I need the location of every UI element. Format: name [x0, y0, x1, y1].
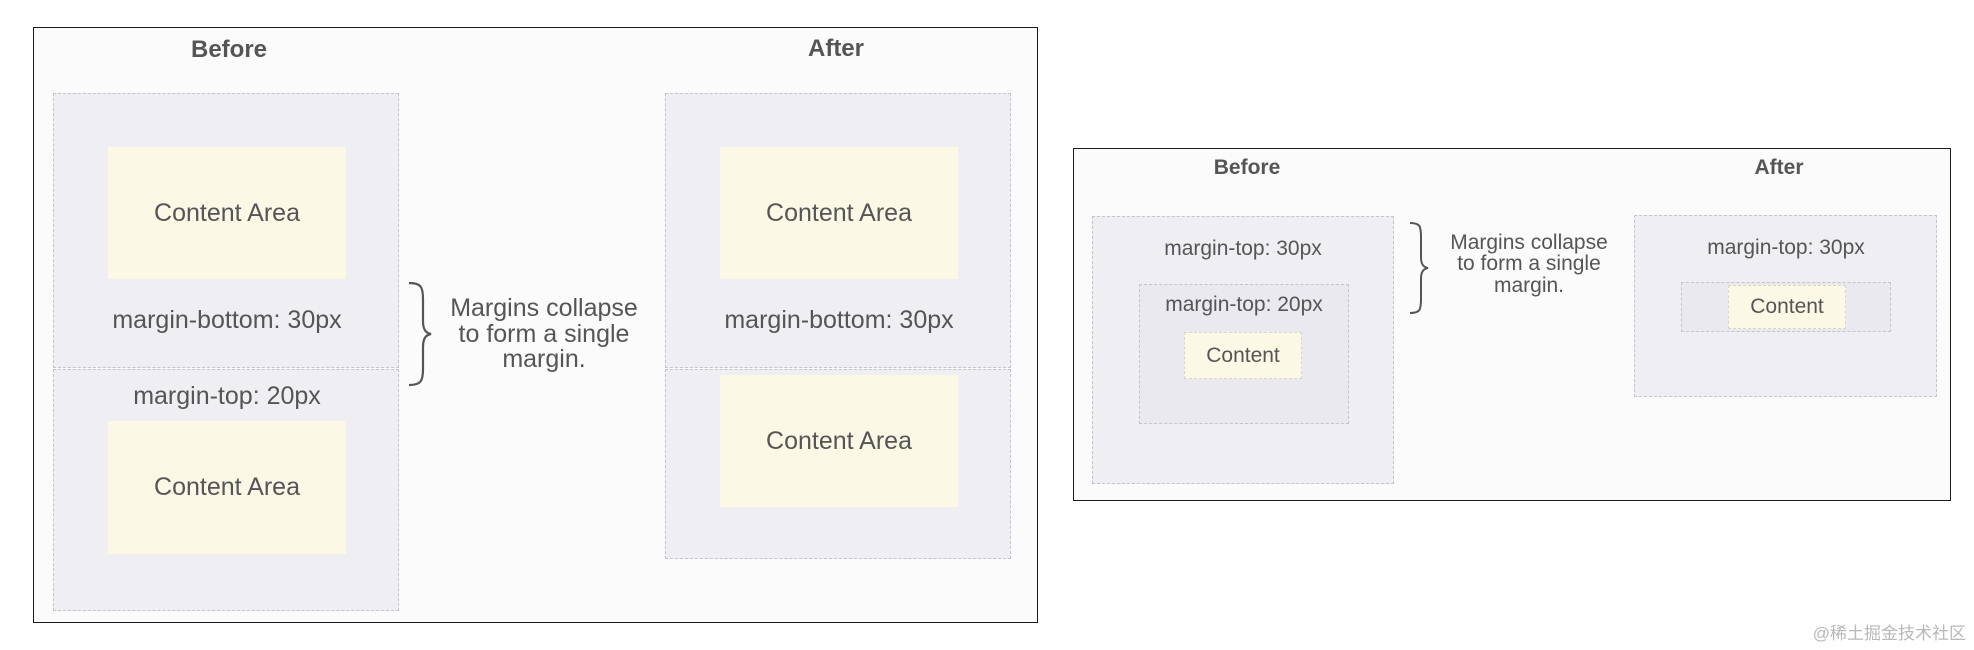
left-curly-brace-icon [408, 281, 432, 387]
left-after-box-1: Content Area margin-bottom: 30px [665, 93, 1011, 368]
left-before-box-1: Content Area margin-bottom: 30px [53, 93, 399, 368]
left-diagram-panel: Before After Content Area margin-bottom:… [33, 27, 1038, 623]
left-before-box-1-margin-label: margin-bottom: 30px [112, 306, 342, 334]
right-after-outer-margin-label: margin-top: 30px [1707, 236, 1865, 259]
right-before-outer-box: margin-top: 30px margin-top: 20px Conten… [1092, 216, 1394, 484]
right-curly-brace-icon [1409, 222, 1429, 314]
left-after-box-1-content: Content Area [720, 147, 958, 279]
left-before-box-2-margin-label: margin-top: 20px [133, 382, 321, 410]
left-before-box-1-content: Content Area [108, 147, 346, 279]
right-diagram-panel: Before After margin-top: 30px margin-top… [1073, 148, 1951, 501]
left-collapse-note: Margins collapse to form a single margin… [450, 294, 638, 373]
right-after-heading: After [1754, 156, 1804, 179]
right-before-content: Content [1184, 332, 1302, 379]
left-collapse-note-line-1: Margins collapse [450, 294, 638, 322]
right-collapse-note-line-2: to form a single [1457, 252, 1601, 276]
right-after-inner-box: Content [1681, 282, 1891, 332]
right-before-outer-margin-label: margin-top: 30px [1164, 237, 1322, 260]
left-after-box-2-content: Content Area [720, 375, 958, 507]
left-before-box-2-content: Content Area [108, 421, 346, 554]
left-before-heading: Before [190, 36, 268, 63]
left-after-box-1-margin-label: margin-bottom: 30px [724, 306, 954, 334]
watermark-text: @稀土掘金技术社区 [1812, 624, 1966, 643]
right-after-outer-box: margin-top: 30px Content [1634, 215, 1937, 397]
left-after-box-2: Content Area [665, 369, 1011, 559]
right-after-content: Content [1728, 285, 1846, 329]
left-before-box-2: margin-top: 20px Content Area [53, 369, 399, 611]
left-after-heading: After [807, 35, 865, 62]
right-collapse-note-line-3: margin. [1493, 273, 1565, 297]
right-before-inner-margin-label: margin-top: 20px [1165, 293, 1323, 316]
left-collapse-note-line-2: to form a single [458, 319, 630, 348]
right-collapse-note: Margins collapse to form a single margin… [1450, 231, 1608, 297]
right-collapse-note-line-1: Margins collapse [1450, 231, 1608, 254]
left-collapse-note-line-3: margin. [502, 345, 586, 373]
right-before-heading: Before [1213, 156, 1281, 179]
right-before-inner-box: margin-top: 20px Content [1139, 284, 1349, 424]
